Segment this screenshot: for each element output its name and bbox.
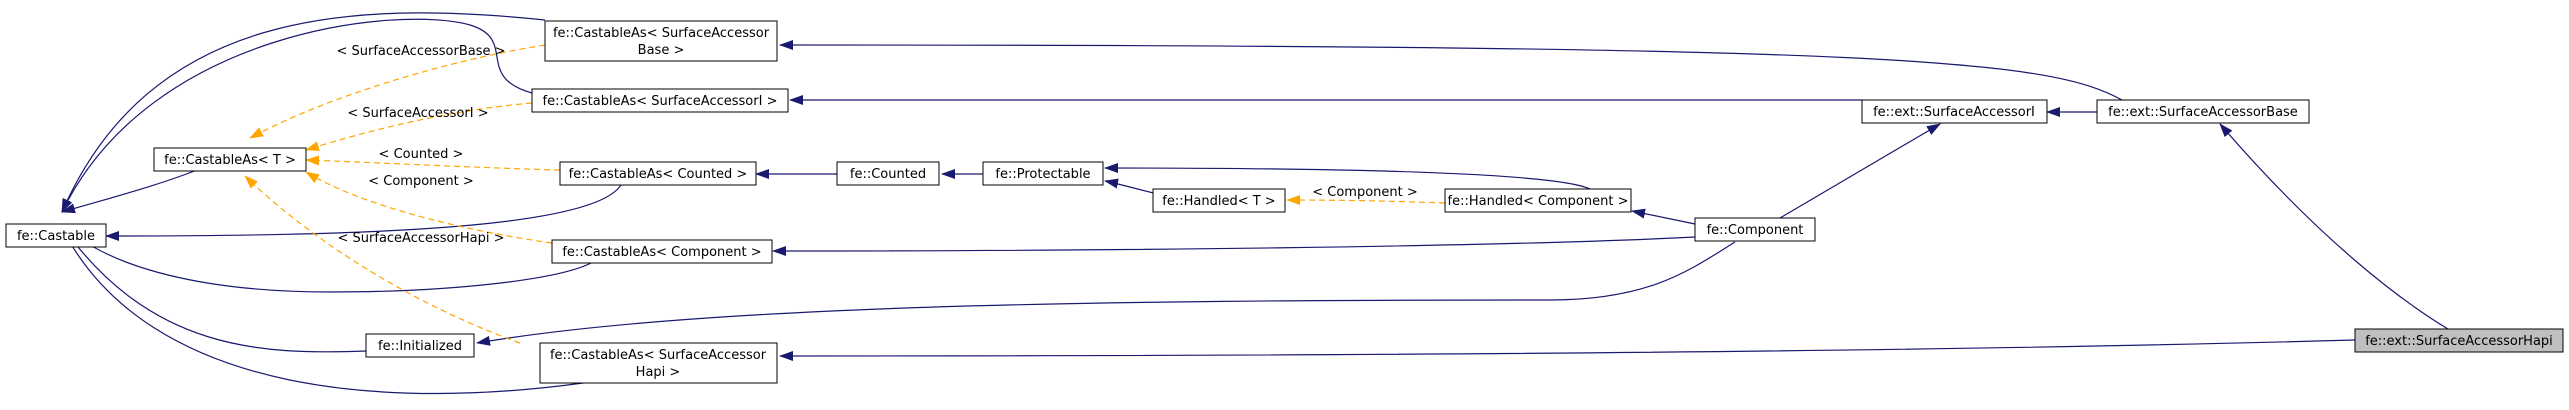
edge-sab-to-castable-sab <box>779 40 2123 101</box>
edge-castable-counted-to-castable-t <box>305 155 561 171</box>
edge-label-component: < Component > <box>368 174 474 189</box>
svg-text:Hapi >: Hapi > <box>636 365 681 380</box>
node-castableas-component[interactable]: fe::CastableAs< Component > <box>551 239 773 264</box>
svg-text:fe::CastableAs< T >: fe::CastableAs< T > <box>164 153 296 168</box>
svg-text:fe::CastableAs< Counted >: fe::CastableAs< Counted > <box>569 167 748 182</box>
svg-text:fe::Handled< T >: fe::Handled< T > <box>1162 194 1275 209</box>
node-castableas-surfaceaccessorbase[interactable]: fe::CastableAs< SurfaceAccessor Base > <box>544 20 778 62</box>
node-handled-component[interactable]: fe::Handled< Component > <box>1444 188 1632 213</box>
edge-castable-sah-to-castable <box>61 227 584 395</box>
template-edges <box>244 44 1446 344</box>
edge-component-to-castable-component <box>772 236 1696 256</box>
svg-text:fe::CastableAs< SurfaceAccesso: fe::CastableAs< SurfaceAccessor <box>550 348 767 363</box>
edge-label-surfaceaccessorhapi: < SurfaceAccessorHapi > <box>338 231 505 246</box>
svg-text:fe::CastableAs< Component >: fe::CastableAs< Component > <box>562 245 761 260</box>
edge-initialized-to-castable <box>61 225 367 353</box>
svg-text:fe::Handled< Component >: fe::Handled< Component > <box>1448 194 1629 209</box>
node-castableas-t[interactable]: fe::CastableAs< T > <box>153 147 307 172</box>
edge-castable-sai-to-castable-t <box>305 102 533 151</box>
edge-handled-t-to-protectable <box>1104 178 1159 195</box>
svg-text:fe::Component: fe::Component <box>1707 223 1804 238</box>
svg-text:Base >: Base > <box>638 43 685 58</box>
edge-castable-sab-to-castable <box>61 12 546 213</box>
edge-castable-counted-to-castable <box>105 182 623 241</box>
edge-label-surfaceaccessori: < SurfaceAccessorI > <box>347 106 488 121</box>
edge-handled-component-to-handled-t <box>1286 195 1446 206</box>
node-protectable[interactable]: fe::Protectable <box>982 161 1104 186</box>
edge-castable-component-to-castable-t <box>305 171 553 244</box>
edge-component-to-sai <box>1779 123 1941 219</box>
edge-labels: < SurfaceAccessorBase > < SurfaceAccesso… <box>336 44 1417 246</box>
svg-text:fe::CastableAs< SurfaceAccesso: fe::CastableAs< SurfaceAccessorI > <box>543 94 778 109</box>
svg-text:fe::Initialized: fe::Initialized <box>378 339 462 354</box>
svg-text:fe::ext::SurfaceAccessorHapi: fe::ext::SurfaceAccessorHapi <box>2365 334 2553 349</box>
node-counted[interactable]: fe::Counted <box>836 161 940 186</box>
svg-text:fe::CastableAs< SurfaceAccesso: fe::CastableAs< SurfaceAccessor <box>553 26 770 41</box>
svg-text:fe::Counted: fe::Counted <box>850 167 926 182</box>
node-castableas-counted[interactable]: fe::CastableAs< Counted > <box>559 161 757 186</box>
edge-label-counted: < Counted > <box>379 147 464 162</box>
node-surfaceaccessorhapi[interactable]: fe::ext::SurfaceAccessorHapi <box>2354 328 2564 353</box>
node-component[interactable]: fe::Component <box>1694 217 1816 242</box>
inheritance-edges <box>61 12 2449 395</box>
node-surfaceaccessori[interactable]: fe::ext::SurfaceAccessorI <box>1861 99 2048 124</box>
edge-label-surfaceaccessorbase: < SurfaceAccessorBase > <box>336 44 505 59</box>
node-castableas-surfaceaccessori[interactable]: fe::CastableAs< SurfaceAccessorI > <box>531 88 789 113</box>
edge-castable-sab-to-castable-t <box>249 44 546 139</box>
edge-sah-to-castable-sah <box>779 339 2356 361</box>
node-castable[interactable]: fe::Castable <box>5 223 107 248</box>
edge-castable-t-to-castable <box>61 167 203 214</box>
node-castableas-surfaceaccessorhapi[interactable]: fe::CastableAs< SurfaceAccessor Hapi > <box>539 342 778 384</box>
nodes: fe::Castable fe::CastableAs< T > fe::Cas… <box>5 20 2564 384</box>
svg-text:fe::ext::SurfaceAccessorBase: fe::ext::SurfaceAccessorBase <box>2108 105 2298 120</box>
edge-label-handled-component: < Component > <box>1312 185 1418 200</box>
edge-handled-component-to-protectable <box>1104 163 1591 190</box>
svg-text:fe::Castable: fe::Castable <box>17 229 95 244</box>
node-surfaceaccessorbase[interactable]: fe::ext::SurfaceAccessorBase <box>2096 99 2310 124</box>
edge-castable-sah-to-castable-t <box>244 175 521 344</box>
node-handled-t[interactable]: fe::Handled< T > <box>1152 188 1286 213</box>
edge-castable-sai-to-castable <box>61 18 541 213</box>
svg-text:fe::ext::SurfaceAccessorI: fe::ext::SurfaceAccessorI <box>1873 105 2035 120</box>
edge-sah-to-sab <box>2219 123 2449 330</box>
svg-text:fe::Protectable: fe::Protectable <box>995 167 1090 182</box>
node-initialized[interactable]: fe::Initialized <box>365 333 475 358</box>
edge-component-to-initialized <box>476 241 1736 346</box>
edge-component-to-handled-component <box>1631 208 1696 225</box>
edge-castable-component-to-castable <box>61 223 594 293</box>
